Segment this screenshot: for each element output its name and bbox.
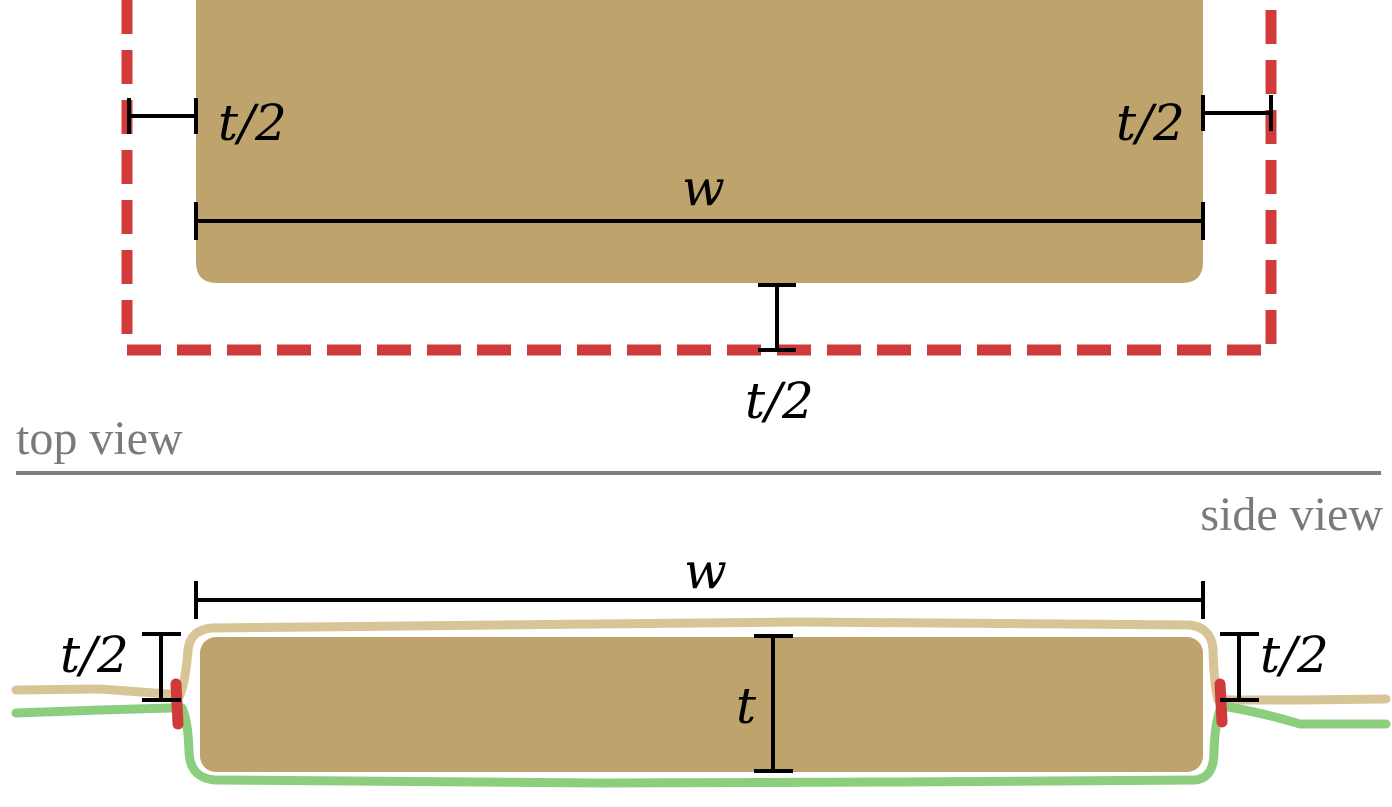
top-width-label: w <box>682 159 725 217</box>
top-left-margin-dimension <box>127 98 198 134</box>
side-left-offset-dimension <box>142 632 181 702</box>
top-view-board <box>196 0 1203 283</box>
side-right-offset-label: t/2 <box>1260 626 1329 684</box>
side-width-label: w <box>684 542 727 600</box>
side-left-offset-label: t/2 <box>60 626 129 684</box>
side-view-label: side view <box>1200 488 1383 541</box>
top-view-label: top view <box>16 412 183 465</box>
side-thickness-label: t <box>736 677 757 735</box>
top-right-margin-label: t/2 <box>1116 94 1185 152</box>
side-view-board <box>200 637 1203 772</box>
right-contact-mark <box>1214 678 1228 728</box>
top-view-offset-boundary <box>121 0 1277 356</box>
top-bottom-margin-dimension <box>758 283 796 352</box>
top-view: t/2 t/2 w t/2 top view <box>16 0 1277 465</box>
top-width-dimension <box>194 202 1205 240</box>
side-view: side view w t t/2 <box>11 488 1391 788</box>
side-width-dimension <box>194 581 1205 619</box>
left-contact-mark <box>170 678 184 730</box>
top-right-margin-dimension <box>1201 95 1273 131</box>
side-thickness-dimension <box>754 634 793 773</box>
side-right-offset-dimension <box>1220 632 1259 702</box>
bottom-surface-outline <box>11 701 1391 788</box>
top-bottom-margin-label: t/2 <box>745 372 814 430</box>
top-surface-outline <box>11 617 1391 705</box>
top-left-margin-label: t/2 <box>218 94 287 152</box>
